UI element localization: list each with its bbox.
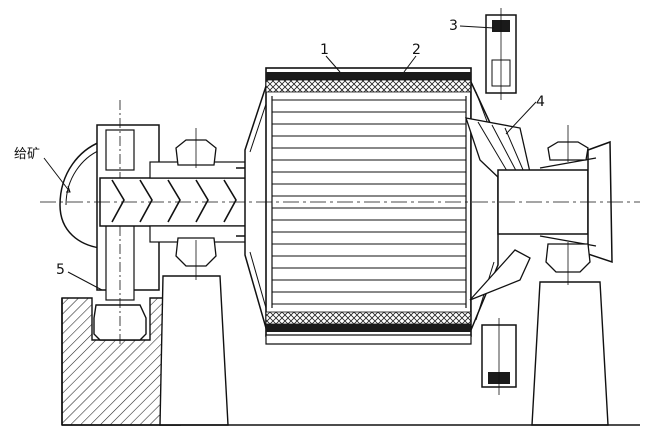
leader-feed: [43, 157, 71, 193]
label-part-3: 3: [449, 18, 458, 34]
liner-top: [265, 79, 472, 93]
leader-4: [505, 101, 537, 135]
leader-5: [67, 271, 103, 291]
label-part-5: 5: [56, 262, 65, 278]
outer-shell-top: [266, 72, 471, 80]
feed-hopper: [59, 140, 101, 249]
girth-gear: [481, 8, 517, 395]
leader-lines: [43, 25, 537, 291]
label-part-1: 1: [320, 42, 329, 58]
mill-cylinder: [265, 67, 472, 345]
right-pedestal: [531, 281, 609, 426]
leader-3: [459, 25, 495, 29]
label-part-2: 2: [412, 42, 421, 58]
feed-arrow-head: [66, 185, 71, 193]
left-pedestal: [159, 275, 229, 426]
leader-2: [403, 55, 417, 73]
liner-bottom: [265, 311, 472, 325]
label-feed: 给矿: [14, 147, 40, 162]
leader-1: [325, 55, 341, 73]
label-part-4: 4: [536, 94, 545, 110]
outer-shell-bottom: [266, 324, 471, 332]
grinding-bars: [272, 99, 466, 305]
